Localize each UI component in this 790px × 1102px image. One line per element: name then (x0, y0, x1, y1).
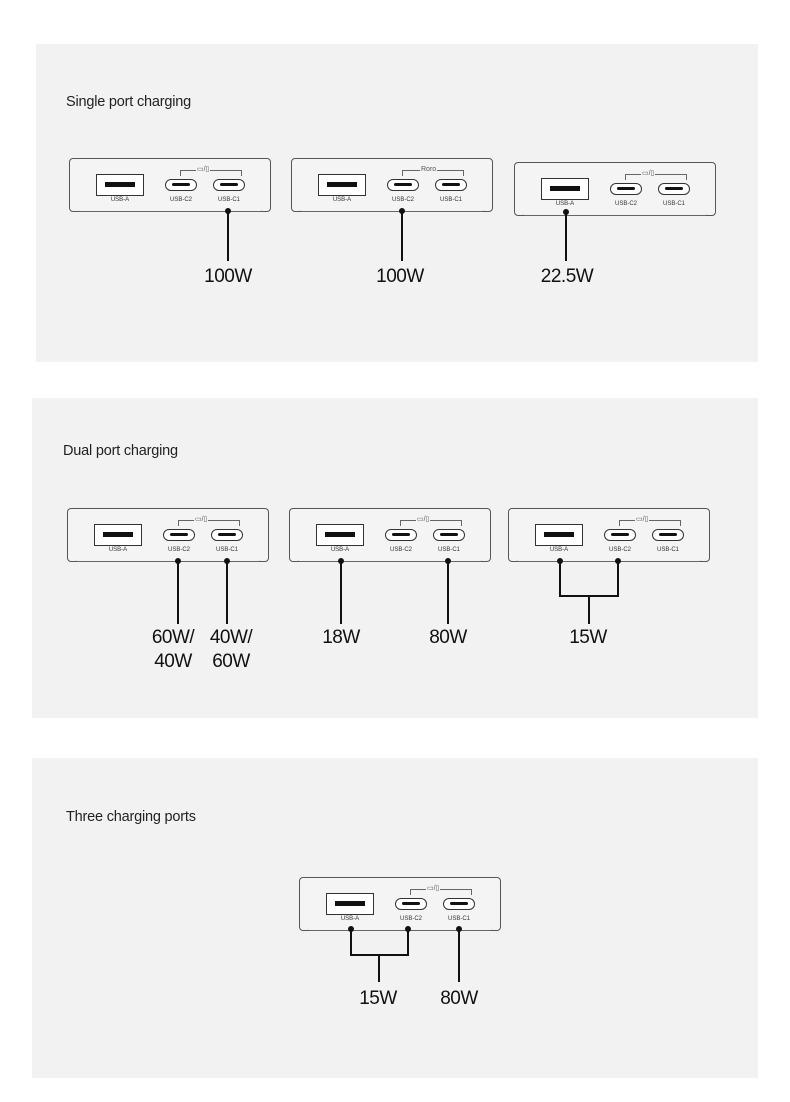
power-bank-device: USB-A ▭/▯ USB-C2 USB-C1 (514, 162, 716, 216)
c1-wattage: 80W (440, 988, 478, 1009)
power-bank-device: USB-A ▭/▯ USB-C2 USB-C1 (289, 508, 491, 562)
shared-port-icon: ▭/▯ (196, 165, 211, 174)
usb-c1-label: USB-C1 (656, 547, 679, 553)
shared-port-icon: ▭/▯ (426, 884, 441, 893)
connector-line (226, 561, 228, 624)
usb-c1-port (435, 179, 467, 191)
connector-line (407, 929, 409, 956)
device-base (523, 211, 707, 216)
device-base (308, 926, 492, 931)
connector-line (559, 561, 561, 597)
usb-a-label: USB-A (340, 916, 360, 922)
connector-line (177, 561, 179, 624)
connector-line (401, 211, 403, 261)
usb-c1-label: USB-C1 (662, 201, 685, 207)
usb-a-port (541, 178, 589, 200)
usb-c2-label: USB-C2 (169, 197, 192, 203)
usb-c1-label: USB-C1 (447, 916, 470, 922)
usb-c1-port (213, 179, 245, 191)
port-bracket (180, 170, 242, 176)
usb-c2-label: USB-C2 (389, 547, 412, 553)
power-bank-device: USB-A ▭/▯ USB-C2 USB-C1 (299, 877, 501, 931)
c2-wattage-line2: 40W (154, 651, 192, 672)
usb-c2-port (165, 179, 197, 191)
usb-c1-port (433, 529, 465, 541)
usb-c2-port (395, 898, 427, 910)
connector-line (588, 595, 590, 624)
usb-c2-label: USB-C2 (167, 547, 190, 553)
usb-a-port (316, 524, 364, 546)
usb-c1-port (211, 529, 243, 541)
port-bracket (178, 520, 240, 526)
usb-a-wattage: 18W (322, 627, 360, 648)
c2-wattage-line1: 60W/ (151, 627, 195, 648)
usb-c2-port (385, 529, 417, 541)
c1-wattage: 80W (429, 627, 467, 648)
port-bracket (400, 520, 462, 526)
connector-line (350, 929, 352, 956)
usb-c1-label: USB-C1 (215, 547, 238, 553)
power-bank-device: USB-A ▭/▯ USB-C2 USB-C1 (69, 158, 271, 212)
usb-c2-port (610, 183, 642, 195)
device-base (76, 557, 260, 562)
usb-a-port (535, 524, 583, 546)
shared-port-icon: ▭/▯ (635, 515, 650, 524)
device-base (298, 557, 482, 562)
device-base (78, 207, 262, 212)
usb-c1-label: USB-C1 (437, 547, 460, 553)
usb-c2-label: USB-C2 (391, 197, 414, 203)
dual-port-title: Dual port charging (63, 443, 178, 459)
usb-c1-label: USB-C1 (439, 197, 462, 203)
device-base (300, 207, 484, 212)
shared-port-icon: ▭/▯ (641, 169, 656, 178)
connector-line (227, 211, 229, 261)
usb-c1-port (443, 898, 475, 910)
c2-wattage: 100W (376, 266, 424, 287)
device-base (517, 557, 701, 562)
port-bracket (619, 520, 681, 526)
power-bank-device: USB-A ▭/▯ USB-C2 USB-C1 (508, 508, 710, 562)
usb-c1-port (652, 529, 684, 541)
connector-line (447, 561, 449, 624)
roro-label: Roro (420, 165, 438, 174)
usb-c2-label: USB-C2 (399, 916, 422, 922)
usb-a-label: USB-A (110, 197, 130, 203)
usb-c2-label: USB-C2 (614, 201, 637, 207)
usb-a-label: USB-A (332, 197, 352, 203)
connector-line (378, 954, 380, 982)
shared-port-icon: ▭/▯ (416, 515, 431, 524)
c1-wattage: 100W (204, 266, 252, 287)
usb-a-port (94, 524, 142, 546)
usb-a-label: USB-A (555, 201, 575, 207)
power-bank-device: USB-A ▭/▯ USB-C2 USB-C1 (67, 508, 269, 562)
single-port-title: Single port charging (66, 94, 191, 110)
usb-c2-label: USB-C2 (608, 547, 631, 553)
power-bank-device: USB-A Roro USB-C2 USB-C1 (291, 158, 493, 212)
c1-wattage-line1: 40W/ (209, 627, 253, 648)
usb-c1-label: USB-C1 (217, 197, 240, 203)
usb-a-label: USB-A (330, 547, 350, 553)
shared-port-icon: ▭/▯ (194, 515, 209, 524)
usb-a-port (326, 893, 374, 915)
three-port-title: Three charging ports (66, 809, 196, 825)
c1-wattage-line2: 60W (212, 651, 250, 672)
usb-c2-port (387, 179, 419, 191)
port-bracket (625, 174, 687, 180)
connector-line (565, 212, 567, 261)
port-bracket (410, 889, 472, 895)
usb-c2-port (604, 529, 636, 541)
a-c2-wattage: 15W (359, 988, 397, 1009)
connector-line (340, 561, 342, 624)
usb-a-label: USB-A (108, 547, 128, 553)
usb-c2-port (163, 529, 195, 541)
usb-a-wattage: 22.5W (540, 266, 594, 287)
usb-c1-port (658, 183, 690, 195)
a-c2-wattage: 15W (569, 627, 607, 648)
connector-line (458, 929, 460, 982)
usb-a-label: USB-A (549, 547, 569, 553)
usb-a-port (318, 174, 366, 196)
usb-a-port (96, 174, 144, 196)
connector-line (617, 561, 619, 597)
